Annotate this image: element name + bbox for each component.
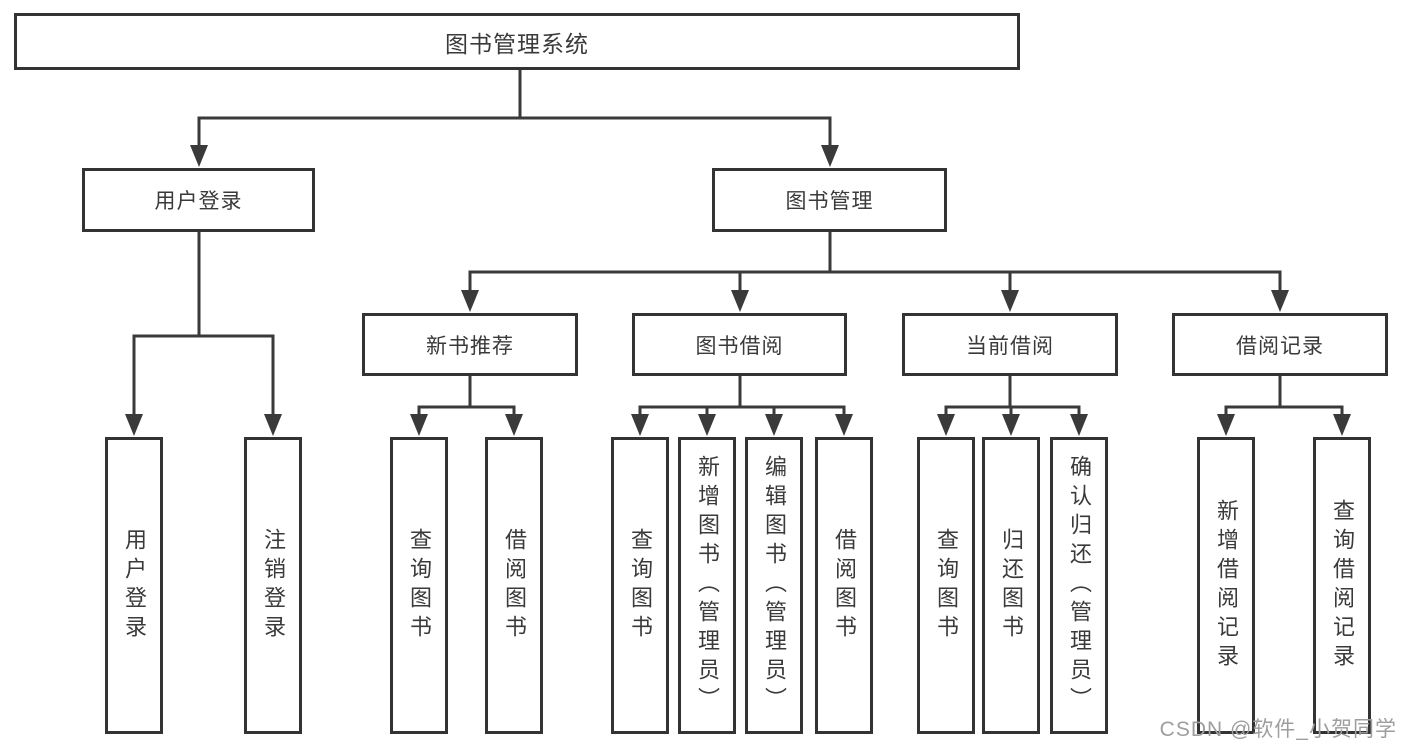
node-current-borrow: 当前借阅 xyxy=(902,313,1118,376)
node-label: 注销登录 xyxy=(261,527,286,644)
node-user-login: 用户登录 xyxy=(82,168,315,232)
leaf-edit-book-admin: 编辑图书（管理员） xyxy=(745,437,803,734)
node-root-library-management-system: 图书管理系统 xyxy=(14,13,1020,70)
node-label: 借阅记录 xyxy=(1236,334,1324,358)
node-book-management: 图书管理 xyxy=(712,168,947,232)
node-book-borrow: 图书借阅 xyxy=(632,313,847,376)
node-label: 编辑图书（管理员） xyxy=(762,455,787,716)
node-label: 当前借阅 xyxy=(966,334,1054,358)
node-label: 图书管理 xyxy=(785,190,874,213)
node-label: 归还图书 xyxy=(999,527,1024,644)
leaf-add-book-admin: 新增图书（管理员） xyxy=(678,437,736,734)
node-label: 新书推荐 xyxy=(426,334,514,358)
leaf-query-books-current: 查询图书 xyxy=(917,437,975,734)
leaf-confirm-return-admin: 确认归还（管理员） xyxy=(1050,437,1108,734)
node-label: 确认归还（管理员） xyxy=(1067,455,1092,716)
node-label: 查询图书 xyxy=(934,527,959,644)
node-label: 图书管理系统 xyxy=(445,30,589,57)
leaf-return-books: 归还图书 xyxy=(982,437,1040,734)
leaf-query-borrow-record: 查询借阅记录 xyxy=(1313,437,1371,734)
node-borrow-records: 借阅记录 xyxy=(1172,313,1388,376)
node-label: 借阅图书 xyxy=(832,527,857,644)
node-label: 新增借阅记录 xyxy=(1214,498,1239,673)
leaf-user-login: 用户登录 xyxy=(105,437,163,734)
node-new-book-recommend: 新书推荐 xyxy=(362,313,578,376)
leaf-query-books-borrow: 查询图书 xyxy=(611,437,669,734)
leaf-borrow-books: 借阅图书 xyxy=(815,437,873,734)
leaf-logout: 注销登录 xyxy=(244,437,302,734)
node-label: 查询图书 xyxy=(407,527,432,644)
node-label: 用户登录 xyxy=(122,527,147,644)
node-label: 借阅图书 xyxy=(502,527,527,644)
leaf-add-borrow-record: 新增借阅记录 xyxy=(1197,437,1255,734)
node-label: 新增图书（管理员） xyxy=(695,455,720,716)
node-label: 用户登录 xyxy=(154,190,243,213)
node-label: 查询借阅记录 xyxy=(1330,498,1355,673)
leaf-query-books-recommend: 查询图书 xyxy=(390,437,448,734)
leaf-borrow-books-recommend: 借阅图书 xyxy=(485,437,543,734)
node-label: 图书借阅 xyxy=(695,334,784,358)
node-label: 查询图书 xyxy=(628,527,653,644)
